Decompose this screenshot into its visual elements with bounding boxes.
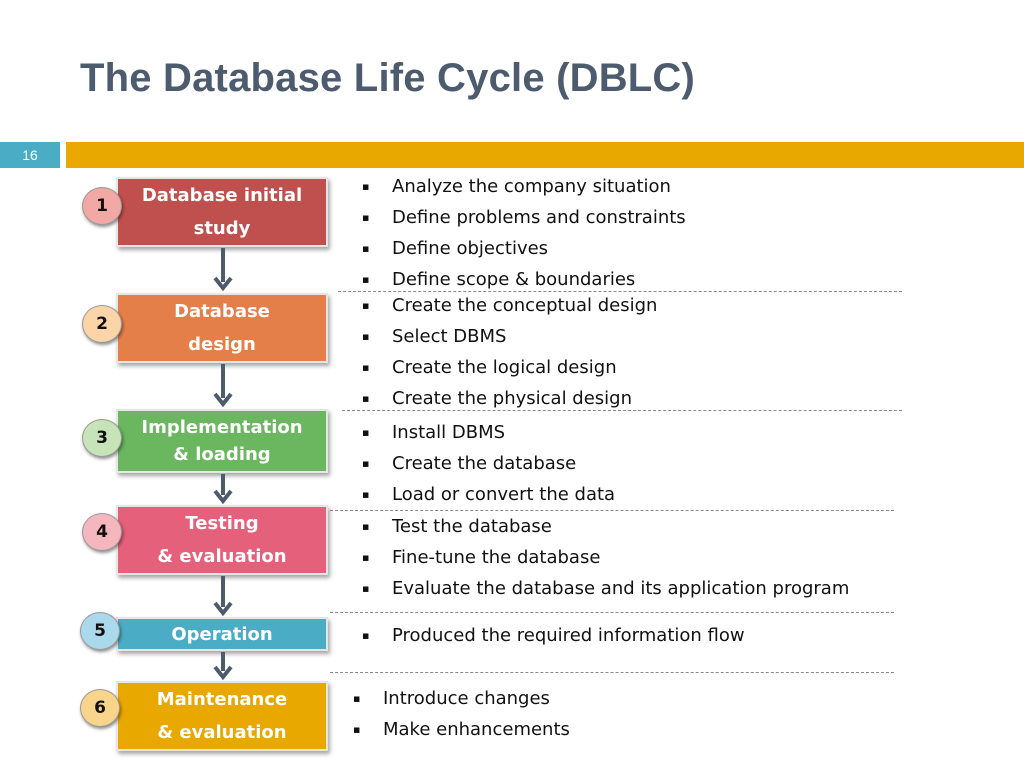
task-item: Fine-tune the database bbox=[354, 542, 849, 573]
stage-number-badge: 5 bbox=[80, 612, 120, 650]
flow-arrow-down bbox=[213, 576, 233, 616]
stage-number-badge: 2 bbox=[82, 305, 122, 343]
stage-maintenance-evaluation: Maintenance & evaluation bbox=[116, 681, 328, 751]
section-divider bbox=[342, 410, 902, 411]
task-item: Make enhancements bbox=[345, 714, 570, 745]
flow-arrow-down bbox=[213, 248, 233, 292]
section-divider bbox=[330, 672, 894, 673]
task-item: Produced the required information flow bbox=[354, 620, 745, 651]
slide-title: The Database Life Cycle (DBLC) bbox=[80, 56, 696, 100]
flow-arrow-down bbox=[213, 474, 233, 504]
flow-arrow-down bbox=[213, 652, 233, 680]
task-list-stage-1: Analyze the company situation Define pro… bbox=[354, 171, 686, 295]
task-item: Test the database bbox=[354, 511, 849, 542]
task-list-stage-6: Introduce changes Make enhancements bbox=[345, 683, 570, 745]
slide-number: 16 bbox=[0, 142, 60, 168]
stage-number-badge: 1 bbox=[82, 187, 122, 225]
task-item: Define scope & boundaries bbox=[354, 264, 686, 295]
stage-number-badge: 4 bbox=[82, 513, 122, 551]
task-item: Create the logical design bbox=[354, 352, 657, 383]
task-item: Install DBMS bbox=[354, 417, 615, 448]
task-item: Select DBMS bbox=[354, 321, 657, 352]
task-item: Create the database bbox=[354, 448, 615, 479]
stage-database-design: Database design bbox=[116, 293, 328, 363]
flow-arrow-down bbox=[213, 364, 233, 408]
stage-label-line2: & evaluation bbox=[157, 722, 287, 743]
task-item: Load or convert the data bbox=[354, 479, 615, 510]
stage-label-line1: Maintenance bbox=[156, 689, 288, 710]
task-item: Analyze the company situation bbox=[354, 171, 686, 202]
stage-testing-evaluation: Testing & evaluation bbox=[116, 505, 328, 575]
task-list-stage-3: Install DBMS Create the database Load or… bbox=[354, 417, 615, 510]
stage-label-line2: & loading bbox=[173, 444, 271, 465]
task-item: Introduce changes bbox=[345, 683, 570, 714]
stage-label-line1: Database initial bbox=[141, 185, 303, 206]
stage-number-badge: 3 bbox=[82, 419, 122, 457]
header-accent-bar bbox=[66, 142, 1024, 168]
task-list-stage-2: Create the conceptual design Select DBMS… bbox=[354, 290, 657, 414]
task-item: Define objectives bbox=[354, 233, 686, 264]
stage-label-line1: Database bbox=[174, 301, 270, 322]
stage-operation: Operation bbox=[116, 617, 328, 651]
task-item: Create the conceptual design bbox=[354, 290, 657, 321]
stage-label-line1: Implementation bbox=[141, 417, 303, 438]
stage-label-line2: & evaluation bbox=[157, 546, 287, 567]
task-item: Create the physical design bbox=[354, 383, 657, 414]
stage-label-line2: design bbox=[188, 334, 256, 355]
stage-implementation-loading: Implementation & loading bbox=[116, 409, 328, 473]
stage-label-line2: study bbox=[193, 218, 251, 239]
task-item: Define problems and constraints bbox=[354, 202, 686, 233]
task-list-stage-4: Test the database Fine-tune the database… bbox=[354, 511, 849, 604]
stage-label-line1: Testing bbox=[185, 513, 259, 534]
task-item: Evaluate the database and its applicatio… bbox=[354, 573, 849, 604]
stage-database-initial-study: Database initial study bbox=[116, 177, 328, 247]
section-divider bbox=[330, 612, 894, 613]
stage-number-badge: 6 bbox=[80, 689, 120, 727]
task-list-stage-5: Produced the required information flow bbox=[354, 620, 745, 651]
stage-label-line1: Operation bbox=[171, 623, 273, 645]
